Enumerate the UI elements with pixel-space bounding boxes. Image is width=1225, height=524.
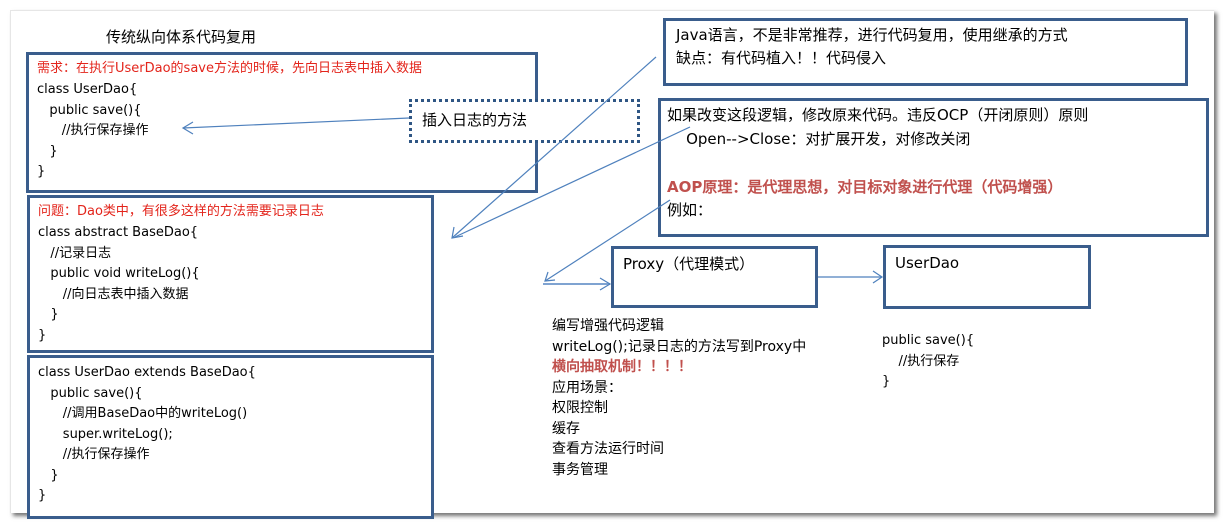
arrowhead-icon bbox=[599, 277, 612, 291]
basedao-box: 问题：Dao类中，有很多这样的方法需要记录日志 class abstract B… bbox=[27, 195, 434, 353]
arrow-ocp-to-basedao bbox=[454, 126, 691, 238]
basedao-code: class abstract BaseDao{ //记录日志 public vo… bbox=[38, 225, 200, 343]
ocp-line-1: 如果改变这段逻辑，修改原来代码。违反OCP（开闭原则）原则 bbox=[667, 106, 1089, 124]
target-code-line: } bbox=[882, 374, 891, 389]
proxy-note-line: writeLog();记录日志的方法写到Proxy中 bbox=[552, 338, 807, 355]
ocp-note-box: 如果改变这段逻辑，修改原来代码。违反OCP（开闭原则）原则 Open-->Clo… bbox=[658, 98, 1209, 237]
userdao-extends-code: class UserDao extends BaseDao{ public sa… bbox=[38, 365, 256, 503]
arrow-java-to-basedao bbox=[451, 56, 657, 239]
target-notes: public save(){ //执行保存 } bbox=[882, 331, 974, 393]
insert-log-callout: 插入日志的方法 bbox=[409, 99, 640, 143]
example-label: 例如： bbox=[667, 201, 713, 219]
target-code-line: //执行保存 bbox=[882, 353, 960, 369]
target-code-line: public save(){ bbox=[882, 333, 975, 348]
aop-principle: AOP原理：是代理思想，对目标对象进行代理（代码增强） bbox=[667, 178, 1063, 196]
arrow-example-to-proxy bbox=[544, 199, 671, 282]
callout-text: 插入日志的方法 bbox=[422, 111, 528, 129]
arrowhead-icon bbox=[872, 270, 884, 284]
userdao-extends-box: class UserDao extends BaseDao{ public sa… bbox=[27, 355, 434, 519]
target-userdao-box: UserDao bbox=[883, 245, 1091, 309]
scene-item: 权限控制 bbox=[552, 400, 608, 416]
requirement-text: 需求：在执行UserDao的save方法的时候，先向日志表中插入数据 bbox=[37, 61, 422, 76]
scenes-title: 应用场景： bbox=[552, 379, 622, 396]
java-note-line: 缺点：有代码植入！！代码侵入 bbox=[676, 49, 887, 67]
arrowhead-icon bbox=[544, 271, 556, 282]
proxy-box: Proxy（代理模式） bbox=[611, 246, 818, 308]
diagram-title: 传统纵向体系代码复用 bbox=[106, 28, 257, 46]
problem-text: 问题：Dao类中，有很多这样的方法需要记录日志 bbox=[38, 204, 324, 219]
java-note-box: Java语言，不是非常推荐，进行代码复用，使用继承的方式 缺点：有代码植入！！代… bbox=[663, 18, 1188, 86]
userdao-code: class UserDao{ public save(){ //执行保存操作 }… bbox=[37, 82, 149, 179]
java-note-line: Java语言，不是非常推荐，进行代码复用，使用继承的方式 bbox=[676, 26, 1068, 44]
ocp-line-2: Open-->Close：对扩展开发，对修改关闭 bbox=[667, 130, 971, 148]
proxy-notes: 编写增强代码逻辑 writeLog();记录日志的方法写到Proxy中 横向抽取… bbox=[552, 316, 806, 480]
arrowhead-icon bbox=[451, 226, 464, 239]
java-note-lines: Java语言，不是非常推荐，进行代码复用，使用继承的方式 缺点：有代码植入！！代… bbox=[676, 24, 1068, 70]
proxy-label: Proxy（代理模式） bbox=[623, 255, 755, 273]
scene-item: 缓存 bbox=[552, 420, 580, 437]
scene-item: 事务管理 bbox=[552, 461, 608, 478]
arrowhead-icon bbox=[181, 121, 194, 135]
target-label: UserDao bbox=[895, 254, 960, 272]
arrow-callout-to-save bbox=[182, 117, 410, 129]
scene-item: 查看方法运行时间 bbox=[552, 441, 664, 457]
proxy-note-line: 编写增强代码逻辑 bbox=[552, 318, 664, 334]
horizontal-extraction-highlight: 横向抽取机制！！！！ bbox=[552, 359, 692, 375]
